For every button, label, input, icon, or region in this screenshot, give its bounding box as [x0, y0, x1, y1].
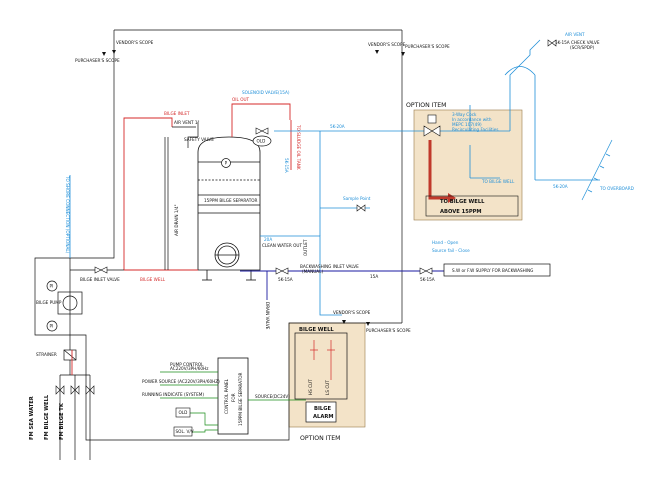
bilge-alarm-label-2: ALARM — [313, 414, 334, 420]
old-box-label: OLD — [179, 410, 188, 415]
bilge-well-option-label: BILGE WELL — [299, 327, 334, 333]
bilge-pump-label: BILGE PUMP — [36, 300, 62, 305]
size-15a-label: 15A — [370, 274, 378, 279]
size-20a-label: 20A — [264, 237, 272, 242]
oil-detector — [252, 135, 272, 147]
overboard-hull — [581, 139, 613, 201]
pump-control-spec-label: AC220V/3PH/60Hz — [170, 366, 209, 371]
power-source-label: POWER SOURCE (AC220V/3PH/60HZ) — [142, 379, 220, 384]
scope-markers — [102, 50, 405, 326]
to-bilge-well-option-label: TO BILGE WELL — [440, 199, 485, 205]
solenoid-valve-label: SOLENOID VALVE(15A) — [242, 90, 290, 95]
vendor-scope-label-2: VENDOR'S SCOPE — [368, 42, 406, 47]
pressure-gauge-vessel — [221, 158, 231, 168]
backwash-lines — [240, 270, 445, 300]
oil-out-label: OIL OUT — [232, 97, 250, 102]
bilge-alarm-label-1: BILGE — [314, 406, 331, 412]
source-fail-close-label: Source fail - Close — [432, 248, 470, 253]
sw-supply-box — [443, 263, 551, 277]
pi-gauge-2 — [46, 320, 58, 332]
hs-cut-label: HS CUT — [308, 379, 313, 395]
vent-assembly — [164, 122, 199, 270]
accordance-1-label: In accordance with — [452, 117, 492, 122]
valves — [55, 39, 557, 395]
clean-water-lines — [69, 39, 600, 316]
air-vent-top-label: AIR VENT — [565, 32, 585, 37]
option-recirc-line — [428, 140, 448, 200]
separator-vessel — [197, 136, 261, 281]
bilge-alarm-box — [305, 401, 337, 423]
oil-detector-label: OLD — [257, 139, 266, 144]
option-item-box-top — [413, 109, 523, 221]
check-valve-sub-label: (SCR/SPDP) — [570, 45, 594, 50]
fm-bilge-well-label: FM BILGE WELL — [44, 394, 50, 440]
separator-name: 15PPM BILGE SEPARATOR — [204, 198, 258, 203]
control-panel — [217, 357, 249, 435]
sw-fw-supply-label: S.W or F.W SUPPLY FOR BACKWASHING — [452, 268, 533, 273]
control-panel-label-1: CONTROL PANEL — [224, 378, 229, 414]
oil-lines — [123, 103, 292, 271]
three-way-cock — [423, 114, 441, 137]
pi-2-label: PI — [50, 324, 54, 329]
air-vent-label: AIR VENT 1" — [174, 120, 200, 125]
line-5k20a-overboard-label: 5K-20A — [553, 184, 568, 189]
sample-point-label: Sample Point — [343, 196, 371, 201]
drain-valve-label: DRAIN VALVE — [265, 302, 270, 330]
option-item-1-title: OPTION ITEM — [406, 102, 447, 109]
three-way-cock-label: 3-Way Cock — [452, 112, 477, 117]
scope-boundary — [34, 29, 403, 441]
pi-1-label: PI — [50, 284, 54, 289]
air-drain-label: AIR DRAIN 1/4" — [174, 204, 179, 236]
fm-bilge-tk-label: FM BILGE TK — [59, 402, 65, 440]
clean-water-out-label: CLEAN WATER OUT — [262, 243, 302, 248]
bilge-inlet-label: BILGE INLET — [164, 111, 190, 116]
backwashing-inlet-label: BACKWASHING INLET VALVE — [300, 264, 359, 269]
vendor-scope-label-1: VENDOR'S SCOPE — [116, 40, 154, 45]
control-panel-label-3: 15PPM BILGE SEPARATOR — [238, 372, 243, 426]
pressure-gauge-label: P — [225, 161, 228, 166]
line-5k15a-label-3: 5K-15A — [420, 277, 435, 282]
to-shore-label: TO SHORE CONNECTION (OPTIONAL) — [65, 175, 70, 254]
option-item-2-title: OPTION ITEM — [300, 435, 341, 442]
manual-label: (MANUAL) — [302, 269, 324, 274]
purchaser-scope-label-2: PURCHASER'S SCOPE — [405, 44, 450, 49]
sol-valve-label: SOL. V/V — [176, 429, 194, 434]
line-5k15a-label-1: 5K-15A — [284, 158, 289, 173]
bilge-inlet-valve-label: BILGE INLET VALVE — [80, 277, 120, 282]
ls-cut-label: LS CUT — [325, 380, 330, 395]
vendor-scope-label-3: VENDOR'S SCOPE — [333, 310, 371, 315]
option-recirc-box — [425, 195, 519, 217]
line-5k20a-top-label: 5K-20A — [330, 124, 345, 129]
source-24v-label: SOURCE(DC24V) — [255, 394, 290, 399]
purchaser-scope-label-3: PURCHASER'S SCOPE — [366, 328, 411, 333]
to-sludge-tank-label: TO SLUDGE OIL TANK — [296, 124, 301, 170]
purchaser-scope-label-1: PURCHASER'S SCOPE — [75, 58, 120, 63]
bilge-well-tank — [294, 332, 348, 400]
sol-valve-box — [173, 426, 193, 437]
line-5k15a-label-2: 5K-15A — [278, 277, 293, 282]
check-valve-label: 5K-15A CHECK VALVE — [555, 40, 600, 45]
to-overboard-label: TO OVERBOARD — [599, 186, 634, 191]
pi-gauge-1 — [46, 280, 58, 292]
option-recirc-arrow — [448, 193, 456, 203]
hand-open-label: Hand - Open — [432, 240, 459, 245]
accordance-3-label: Recirculating Facilities — [452, 127, 498, 132]
pump-control-label: PUMP CONTROL — [170, 362, 204, 367]
accordance-2-label: MEPC 107(49) — [452, 122, 482, 127]
above-15ppm-label: ABOVE 15PPM — [440, 209, 482, 215]
to-bilge-well-small-label: TO BILGE WELL — [481, 179, 515, 184]
bilge-pump-assembly — [57, 258, 124, 460]
control-lines — [160, 371, 306, 433]
control-panel-label-2: FOR — [231, 393, 236, 402]
running-indicate-label: RUNNING INDICATE (SYSTEM) — [142, 392, 204, 397]
outlet-label: OUTLET — [303, 239, 308, 256]
old-box — [175, 407, 191, 418]
fm-sea-water-label: FM SEA WATER — [29, 396, 35, 440]
safety-valve-label: SAFETY VALVE — [184, 137, 214, 142]
level-switches — [310, 340, 335, 380]
strainer-label: STRAINER — [36, 352, 57, 357]
bilge-well-left-label: BILGE WELL — [140, 277, 166, 282]
